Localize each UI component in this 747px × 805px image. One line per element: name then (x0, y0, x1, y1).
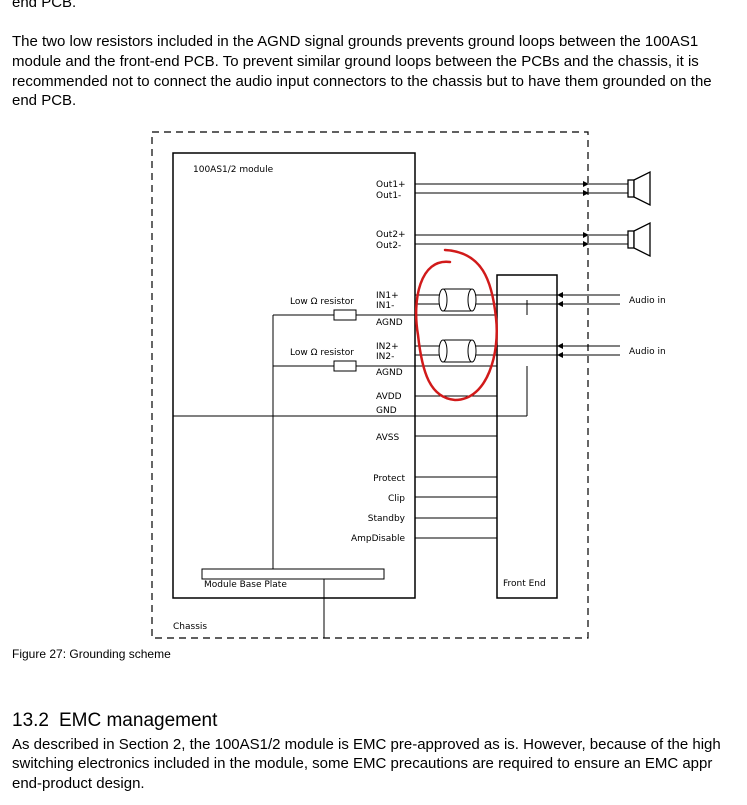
standby-label: Standby (368, 514, 406, 524)
out1-minus-label: Out1- (376, 191, 401, 201)
avdd-label: AVDD (376, 392, 402, 402)
in1-plus-label: IN1+ (376, 291, 399, 301)
audio-in-label: Audio in (629, 347, 666, 357)
clip-label: Clip (388, 494, 405, 504)
ground-wiring (173, 300, 528, 638)
speaker-icon (627, 221, 651, 258)
paragraph-line: module and the front-end PCB. To prevent… (12, 53, 699, 70)
base-plate-label: Module Base Plate (204, 580, 287, 590)
paragraph-line: end-product design. (12, 775, 145, 792)
figure-caption: Figure 27: Grounding scheme (12, 647, 171, 661)
in1-minus-label: IN1- (376, 301, 394, 311)
paragraph-line: The two low resistors included in the AG… (12, 33, 699, 50)
chassis-label: Chassis (173, 622, 207, 632)
ampdisable-label: AmpDisable (351, 534, 405, 544)
module-label: 100AS1/2 module (193, 165, 274, 175)
speaker-icon (627, 170, 651, 207)
front-end-box (496, 274, 558, 599)
out1-plus-label: Out1+ (376, 180, 406, 190)
input-arrowheads (557, 292, 563, 358)
paragraph-line: As described in Section 2, the 100AS1/2 … (12, 736, 721, 753)
front-end-label: Front End (503, 579, 546, 589)
agnd-label: AGND (376, 368, 403, 378)
paragraph-line: end PCB. (12, 92, 77, 109)
chassis-outline (151, 131, 589, 639)
coax-connector-icon (438, 288, 477, 312)
module-base-plate (201, 568, 385, 580)
paragraph-line: recommended not to connect the audio inp… (12, 73, 712, 90)
section-heading: 13.2 EMC management (12, 710, 217, 732)
output-wiring (415, 183, 628, 245)
red-circle-annotation (414, 248, 498, 402)
in2-plus-label: IN2+ (376, 342, 399, 352)
gnd-label: GND (376, 406, 397, 416)
output-arrowheads (583, 181, 589, 247)
paragraph-line: switching electronics included in the mo… (12, 755, 713, 772)
section-title: EMC management (58, 710, 218, 731)
in2-minus-label: IN2- (376, 352, 394, 362)
coax-connector-icon (438, 339, 477, 363)
module-box (172, 152, 416, 599)
audio-in-label: Audio in (629, 296, 666, 306)
avss-label: AVSS (376, 433, 399, 443)
agnd-label: AGND (376, 318, 403, 328)
resistor-icon (333, 360, 357, 372)
resistor-icon (333, 309, 357, 321)
previous-paragraph-fragment: end PCB. (12, 0, 77, 11)
resistor-label: Low Ω resistor (290, 348, 354, 358)
resistor-label: Low Ω resistor (290, 297, 354, 307)
out2-plus-label: Out2+ (376, 230, 406, 240)
out2-minus-label: Out2- (376, 241, 401, 251)
protect-label: Protect (373, 474, 405, 484)
section-number: 13.2 (12, 710, 49, 731)
